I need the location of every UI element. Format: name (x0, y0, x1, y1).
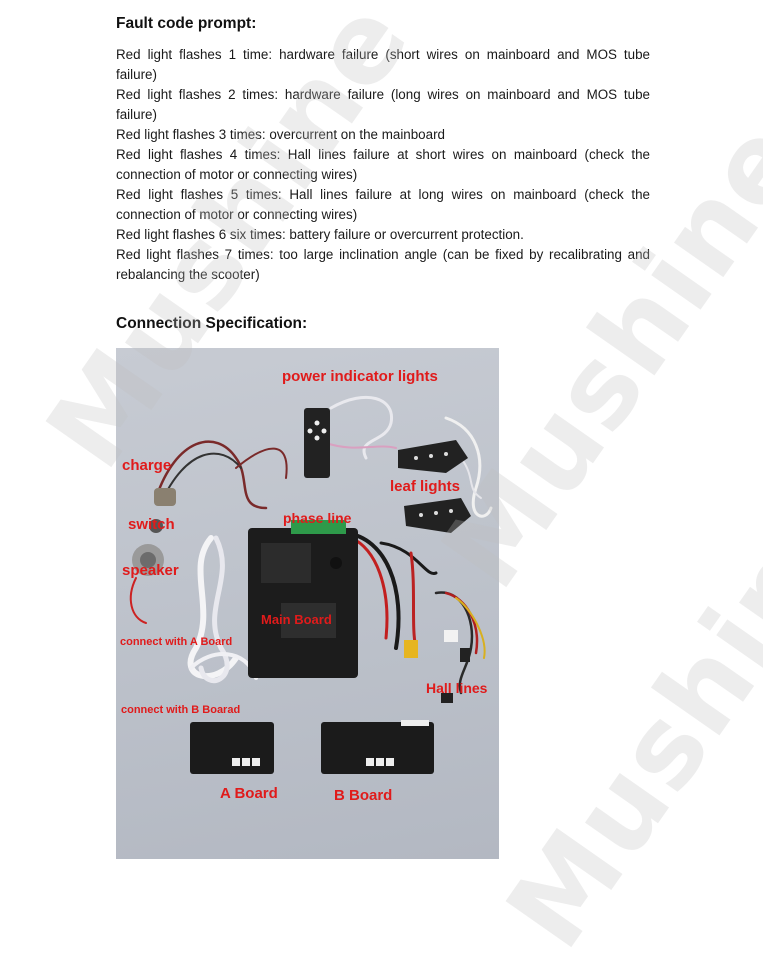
label-leaf-lights: leaf lights (390, 478, 461, 495)
label-charge: charge (122, 457, 172, 474)
fault-code-list: Red light flashes 1 time: hardware failu… (116, 45, 650, 285)
components-illustration (129, 395, 493, 774)
label-main-board: Main Board (261, 612, 332, 627)
fault-code-heading: Fault code prompt: (116, 15, 257, 32)
label-switch: switch (128, 516, 175, 533)
label-a-board: A Board (220, 785, 278, 802)
label-b-board: B Board (334, 787, 393, 804)
label-connect-b: connect with B Boarad (121, 704, 241, 716)
list-item: Red light flashes 6 six times: battery f… (116, 227, 524, 242)
connection-photo: power indicator lights charge leaf light… (116, 348, 499, 859)
watermark: Mushine (481, 457, 763, 970)
list-item: Red light flashes 4 times: Hall lines fa… (116, 147, 650, 182)
leaf-light (398, 440, 468, 473)
label-speaker: speaker (122, 562, 179, 579)
connection-heading: Connection Specification: (116, 315, 308, 332)
label-connect-a: connect with A Board (120, 636, 233, 648)
leaf-light (404, 498, 471, 533)
list-item: Red light flashes 7 times: too large inc… (116, 247, 650, 282)
label-power-indicator: power indicator lights (282, 368, 438, 385)
power-indicator-board (304, 408, 330, 478)
list-item: Red light flashes 5 times: Hall lines fa… (116, 187, 650, 222)
list-item: Red light flashes 2 times: hardware fail… (116, 87, 650, 122)
a-board (190, 722, 274, 774)
label-hall-lines: Hall lines (426, 680, 488, 696)
label-phase-line: phase line (283, 510, 352, 526)
b-board (321, 722, 434, 774)
list-item: Red light flashes 1 time: hardware failu… (116, 47, 650, 82)
list-item: Red light flashes 3 times: overcurrent o… (116, 127, 445, 142)
